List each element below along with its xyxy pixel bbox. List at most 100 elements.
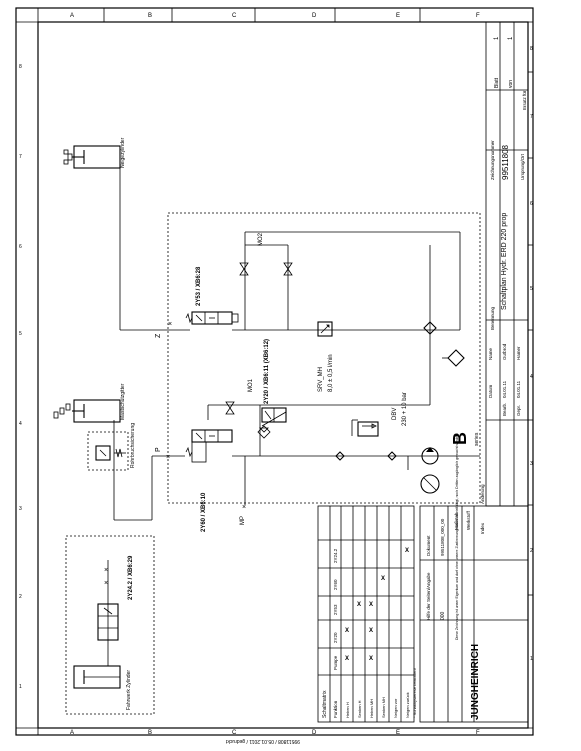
drawn-by: Gutbrod xyxy=(502,343,507,360)
svg-text:B: B xyxy=(450,432,470,445)
svg-text:7: 7 xyxy=(530,114,533,120)
orifice-mo1: MO1 xyxy=(225,378,254,415)
layout-label: Hilfe der Seiten/Angabe xyxy=(426,572,431,620)
svg-text:7: 7 xyxy=(19,154,22,160)
svg-text:Heben H: Heben H xyxy=(345,702,350,718)
valve-2y53: 2Y53 / XB6:28 xyxy=(185,266,239,325)
svg-text:2Y20: 2Y20 xyxy=(333,632,338,643)
of-value: 1 xyxy=(508,36,514,40)
svg-text:8: 8 xyxy=(530,46,533,52)
change-label: Änderung xyxy=(479,484,485,504)
svg-text:2Y53: 2Y53 xyxy=(333,604,338,615)
matrix-mark: X xyxy=(357,602,361,608)
tilt-cylinder: Neigezylinder xyxy=(63,137,126,330)
bearb-label: Bearb. xyxy=(502,403,507,416)
date-col: Datum xyxy=(488,384,493,398)
svg-text:D: D xyxy=(312,730,317,736)
svg-text:Senken H: Senken H xyxy=(357,700,362,718)
tilt-cylinder-label: Neigezylinder xyxy=(120,137,126,168)
flow-regulator-srv: SRV_MH 8,0 ± 0,5 l/min xyxy=(317,321,334,392)
col-label: D xyxy=(312,13,317,19)
svg-text:Heben MH: Heben MH xyxy=(369,699,374,718)
port-mp-label: MP xyxy=(240,516,246,525)
material-label: Werkstoff xyxy=(466,510,471,530)
document-label: Dokument xyxy=(426,535,431,556)
document-value: 99511808_000_00 xyxy=(440,518,445,556)
svg-text:6: 6 xyxy=(530,201,533,207)
dbv-pressure: 230 + 10 bar xyxy=(402,392,408,426)
travel-cylinder-label: Fahrwerk Zylinder xyxy=(126,670,132,710)
svg-text:C: C xyxy=(232,730,237,736)
svg-text:5: 5 xyxy=(19,331,22,337)
sheet-value: 1 xyxy=(494,36,500,40)
svg-text:×: × xyxy=(104,567,108,574)
function-table-note: * Schalthysterese beachten! xyxy=(412,668,417,718)
matrix-mark: X xyxy=(345,656,349,662)
svg-text:6: 6 xyxy=(19,244,22,250)
col-label: E xyxy=(396,13,400,19)
motor-icon xyxy=(420,474,440,494)
mast-cylinder-label: Mastschutzgitter xyxy=(120,383,126,420)
row-grid: 8 7 6 5 4 3 2 1 8 7 6 5 4 3 2 1 xyxy=(19,46,533,690)
matrix-mark: X xyxy=(369,656,373,662)
svg-text:×: × xyxy=(242,504,246,511)
svg-text:2Y24.2: 2Y24.2 xyxy=(333,548,338,563)
travel-cylinder-group: × × Fahrwerk Zylinder 2Y24.2 / XB6:29 xyxy=(65,535,155,715)
pipe-rupture-valve: Rohrbruchsicherung xyxy=(87,423,136,471)
filter-diamond-3 xyxy=(387,451,397,461)
tank-icon xyxy=(442,349,465,367)
column-grid: A B C D E F A B C D E F xyxy=(70,8,480,736)
svg-text:Senken MH: Senken MH xyxy=(381,697,386,718)
svg-text:Funktion: Funktion xyxy=(333,700,338,718)
col-label: F xyxy=(476,13,480,19)
svg-text:Neigen zurück: Neigen zurück xyxy=(405,692,410,718)
series-logo: B series xyxy=(450,432,480,446)
function-table: Schaltmatrix Funktion Pumpe 2Y20 2Y53 2Y… xyxy=(317,505,417,723)
document-title: Schaltplan Hydr. ERD 220 prop xyxy=(501,213,508,310)
series-label: series xyxy=(474,432,480,446)
svg-text:Pumpe: Pumpe xyxy=(333,655,338,670)
checked-by: Hamer xyxy=(516,346,521,360)
scale-label: Maßstab xyxy=(454,512,459,530)
designation-label: Benennung xyxy=(490,306,495,330)
footer-text: 99511808 / 05.01.2011 / gedruckt xyxy=(225,738,300,744)
filter-diamond-1 xyxy=(423,321,437,335)
svg-text:B: B xyxy=(148,730,152,736)
rev-count: 000 xyxy=(440,611,446,620)
svg-text:2: 2 xyxy=(19,594,22,600)
drawing-number: 99511808 xyxy=(501,144,510,180)
relief-valve-dbv: DBV 230 + 10 bar xyxy=(351,392,408,437)
jungheinrich-logo: JUNGHEINRICH xyxy=(470,644,481,720)
copyright-text: Diese Zeichnung ist unser Eigentum und d… xyxy=(455,433,459,640)
original-label: Ursprung/Ort xyxy=(520,153,525,180)
dbv-label: DBV xyxy=(392,408,398,420)
filter-diamond-2 xyxy=(335,451,345,461)
gepr-label: Gepr. xyxy=(516,405,521,416)
mast-cylinder: Mastschutzgitter xyxy=(53,383,126,423)
valve-2y60: 2Y60 / XB6:10 xyxy=(185,429,233,532)
svg-text:A: A xyxy=(70,730,74,736)
svg-text:×: × xyxy=(166,454,170,461)
date-value: 04.01.11 xyxy=(502,380,507,398)
svg-text:Neigen vor: Neigen vor xyxy=(393,698,398,718)
sheet-label: Blatt xyxy=(494,77,500,88)
matrix-mark: X xyxy=(381,576,385,582)
valve-2y24-label: 2Y24.2 / XB6:29 xyxy=(128,555,134,600)
valve-2y60-label: 2Y60 / XB6:10 xyxy=(201,492,207,532)
function-table-title: Schaltmatrix xyxy=(322,690,328,718)
svg-text:×: × xyxy=(104,580,108,587)
svg-text:4: 4 xyxy=(530,374,533,380)
matrix-mark: X xyxy=(369,602,373,608)
matrix-mark: X xyxy=(369,628,373,634)
drawing-number-label: Zeichnungsnummer xyxy=(490,140,495,180)
col-label: C xyxy=(232,13,237,19)
valve-block-boundary xyxy=(167,212,481,504)
matrix-mark: X xyxy=(345,628,349,634)
svg-text:E: E xyxy=(396,730,400,736)
index-label: Index xyxy=(480,522,485,534)
svg-text:3: 3 xyxy=(19,506,22,512)
replace-label: Ersatz für xyxy=(522,90,527,110)
port-z-label: Z xyxy=(155,333,162,338)
